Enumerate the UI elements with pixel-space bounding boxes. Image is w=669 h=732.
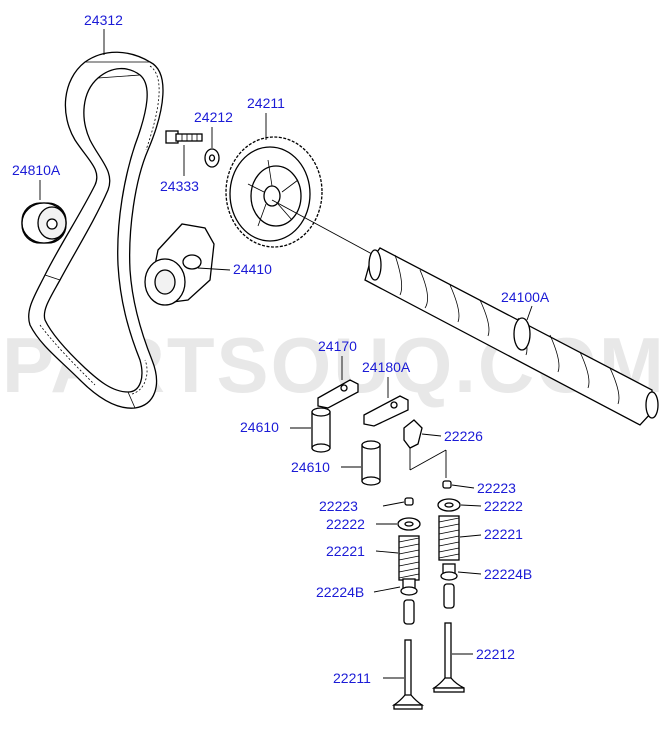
retainer-lock-right-label: 22223 — [477, 480, 516, 496]
spring-retainer-right-label: 22222 — [484, 498, 523, 514]
rocker-arm-b — [363, 395, 409, 427]
cam-sprocket — [225, 136, 323, 248]
rocker-pad — [403, 419, 423, 449]
retainer-lock-left-label: 22223 — [319, 498, 358, 514]
camshaft — [364, 247, 659, 426]
tensioner-label: 24410 — [233, 261, 272, 277]
idler-pulley — [21, 202, 67, 244]
valve-guide-left — [403, 599, 415, 625]
valve-spring-left-label: 22221 — [326, 543, 365, 559]
exhaust-valve — [391, 639, 425, 710]
retainer-lock-left — [404, 497, 414, 506]
tensioner-bolt — [165, 130, 203, 144]
rocker-pad-label: 22226 — [444, 428, 483, 444]
valve-spring-left — [398, 535, 420, 581]
spring-retainer-right — [437, 498, 461, 512]
intake-valve — [431, 622, 465, 693]
lash-adjuster-upper — [311, 407, 331, 453]
rocker-arm-a-label: 24170 — [318, 338, 357, 354]
idler-pulley-label: 24810A — [12, 162, 61, 178]
stem-seal-left-label: 22224B — [316, 584, 364, 600]
rocker-arm-a — [317, 379, 359, 409]
timing-belt — [28, 51, 164, 409]
stem-seal-left — [400, 578, 418, 596]
spring-retainer-left — [397, 517, 421, 531]
cam-sprocket-label: 24211 — [247, 95, 285, 111]
belt-tensioner — [144, 223, 215, 306]
valve-spring-right-label: 22221 — [484, 526, 523, 542]
lash-adjuster-lower — [361, 440, 381, 486]
washer — [204, 148, 220, 168]
stem-seal-right — [440, 563, 458, 581]
rocker-arm-b-label: 24180A — [362, 359, 411, 375]
timing-belt-label: 24312 — [84, 12, 123, 28]
valve-spring-right — [438, 515, 460, 561]
intake-valve-label: 22212 — [476, 646, 515, 662]
lash-adjuster-lower-label: 24610 — [291, 459, 330, 475]
bolt-label: 24333 — [160, 178, 199, 194]
washer-label: 24212 — [194, 109, 233, 125]
valve-guide-right — [443, 583, 455, 609]
lash-adjuster-upper-label: 24610 — [240, 419, 279, 435]
retainer-lock-right — [442, 480, 452, 489]
stem-seal-right-label: 22224B — [484, 566, 532, 582]
spring-retainer-left-label: 22222 — [326, 516, 365, 532]
camshaft-label: 24100A — [501, 289, 550, 305]
exhaust-valve-label: 22211 — [333, 670, 371, 686]
